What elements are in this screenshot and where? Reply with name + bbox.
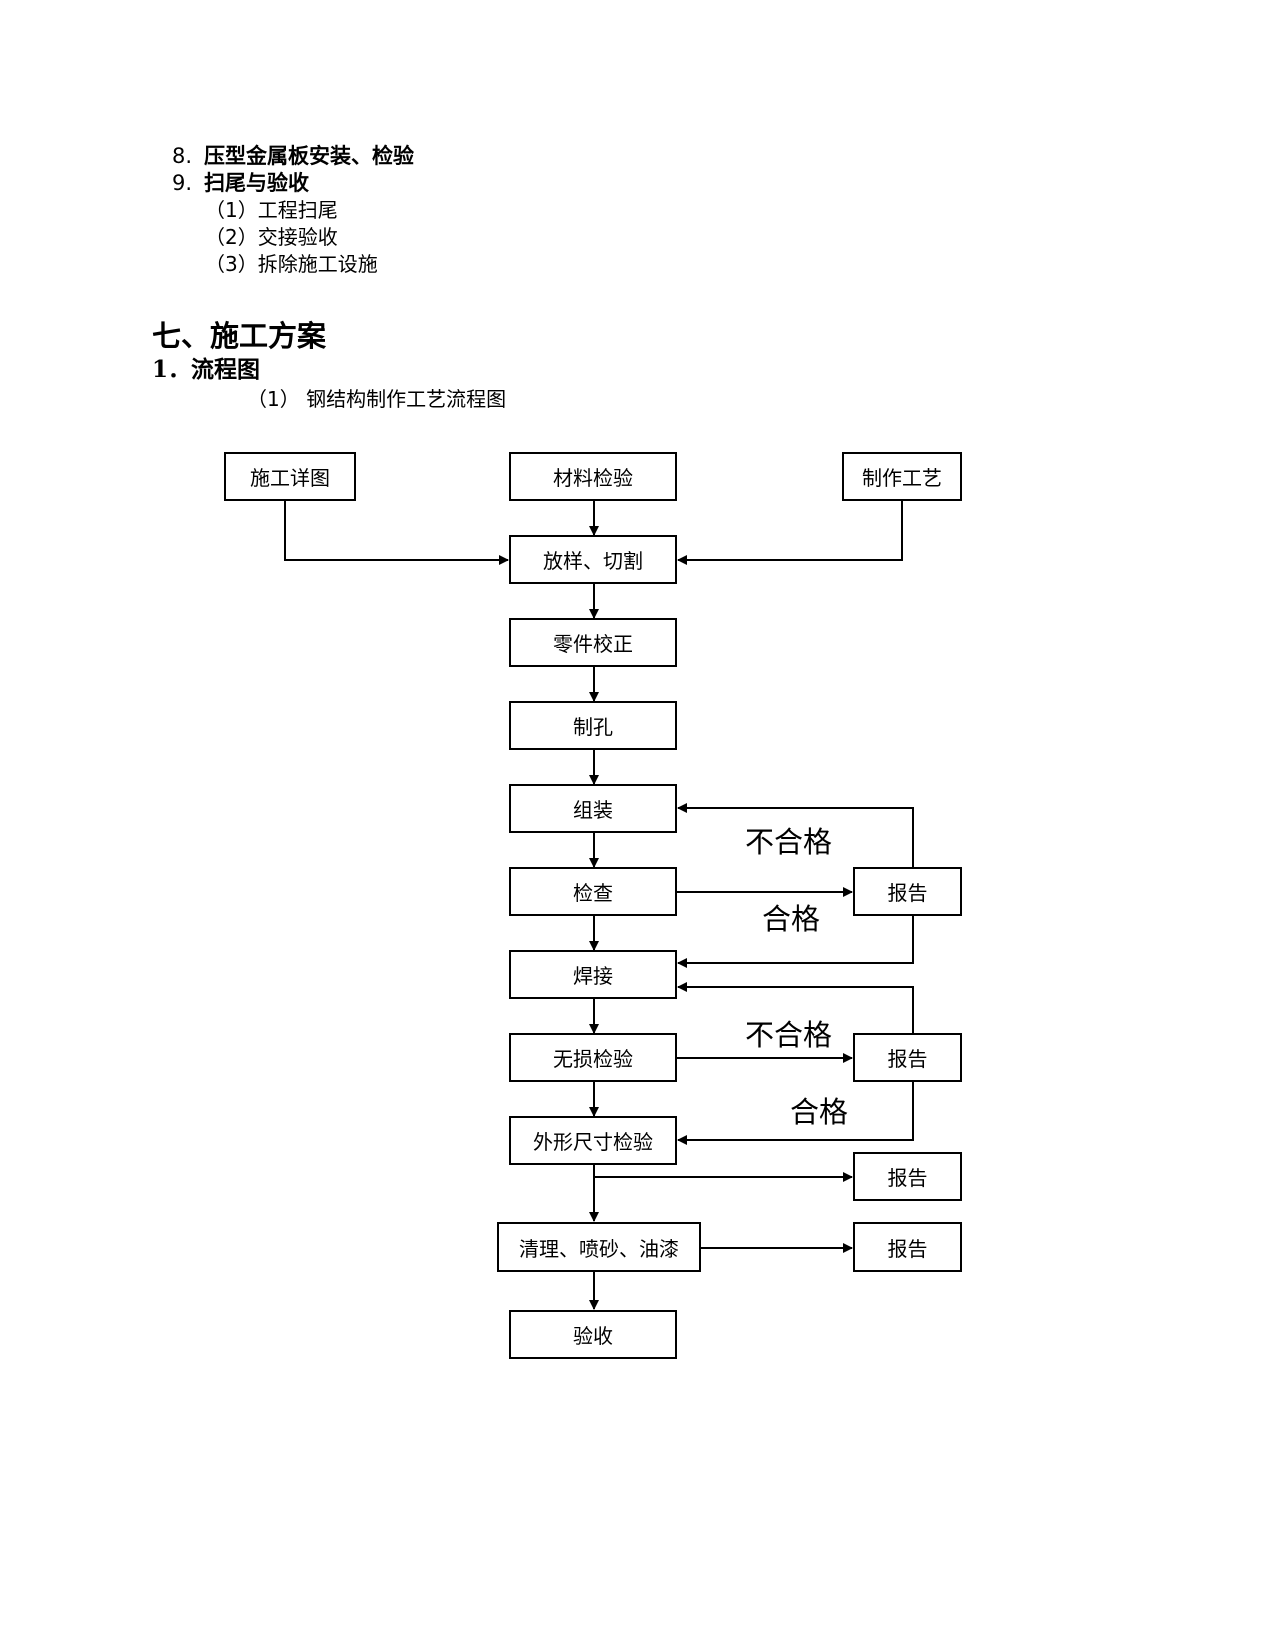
label-pass-2: 合格 bbox=[790, 1095, 849, 1129]
node-check: 检查 bbox=[509, 867, 677, 916]
node-drilling: 制孔 bbox=[509, 701, 677, 750]
node-layout-cutting: 放样、切割 bbox=[509, 535, 677, 584]
node-cleaning: 清理、喷砂、油漆 bbox=[497, 1222, 701, 1272]
node-dimension-check: 外形尺寸检验 bbox=[509, 1116, 677, 1165]
node-acceptance: 验收 bbox=[509, 1310, 677, 1359]
node-report-2: 报告 bbox=[853, 1033, 962, 1082]
node-process: 制作工艺 bbox=[842, 452, 962, 501]
node-report-4: 报告 bbox=[853, 1222, 962, 1272]
subsection-title: 1．流程图 bbox=[152, 356, 261, 383]
node-ndt: 无损检验 bbox=[509, 1033, 677, 1082]
sub-item-2: （2）交接验收 bbox=[205, 225, 338, 249]
list-number: 8. bbox=[172, 144, 193, 168]
list-number: 9. bbox=[172, 171, 193, 195]
node-report-1: 报告 bbox=[853, 867, 962, 916]
label-fail-1: 不合格 bbox=[745, 825, 833, 859]
sub-item-1: （1）工程扫尾 bbox=[205, 198, 338, 222]
label-fail-2: 不合格 bbox=[745, 1018, 833, 1052]
diagram-caption: （1） 钢结构制作工艺流程图 bbox=[247, 387, 507, 411]
list-text: 压型金属板安装、检验 bbox=[204, 144, 414, 168]
node-welding: 焊接 bbox=[509, 950, 677, 999]
section-title: 七、施工方案 bbox=[152, 319, 327, 353]
sub-item-3: （3）拆除施工设施 bbox=[205, 252, 378, 276]
list-item-9: 9. 扫尾与验收 bbox=[172, 173, 309, 194]
list-text: 扫尾与验收 bbox=[204, 171, 309, 195]
label-pass-1: 合格 bbox=[762, 902, 821, 936]
node-report-3: 报告 bbox=[853, 1152, 962, 1201]
node-part-correction: 零件校正 bbox=[509, 618, 677, 667]
list-item-8: 8. 压型金属板安装、检验 bbox=[172, 146, 414, 167]
node-material-inspection: 材料检验 bbox=[509, 452, 677, 501]
node-detail-drawing: 施工详图 bbox=[224, 452, 356, 501]
node-assembly: 组装 bbox=[509, 784, 677, 833]
